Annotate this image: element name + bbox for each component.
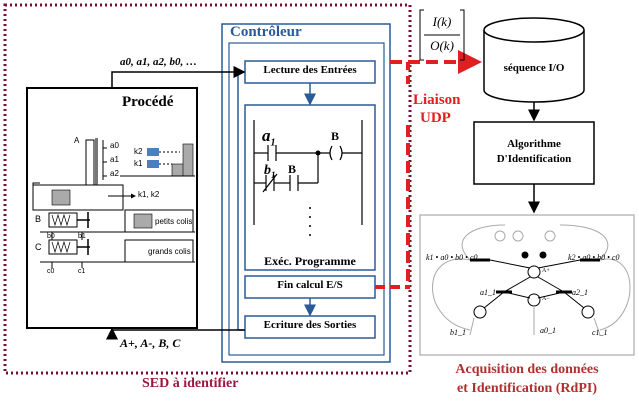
petri-net: [432, 224, 631, 336]
petri-right-label: k2 • a0 • b0 • c0: [568, 253, 620, 262]
label-k1k2: k1, k2: [138, 190, 160, 199]
label-c0: c0: [47, 268, 55, 275]
inputs-signal-label: a0, a1, a2, b0, …: [120, 56, 197, 68]
io-fraction-denominator: O(k): [430, 38, 454, 53]
controller-frame-outer: [221, 23, 391, 363]
petri-c1-1: c1_1: [592, 328, 608, 337]
algorithm-line2: D'Identification: [496, 153, 572, 165]
petri-b1-1: b1_1: [450, 328, 466, 337]
label-c1: c1: [78, 268, 86, 275]
controller-title: Contrôleur: [230, 24, 302, 40]
petri-a2-1: a2_1: [572, 288, 588, 297]
acquisition-line1: Acquisition des données: [455, 362, 599, 377]
udp-label-line2: UDP: [420, 110, 451, 126]
label-b0: b0: [47, 233, 55, 240]
petri-left-label: k1 • a0 • b0 • c0: [426, 253, 478, 262]
read-inputs-label: Lecture des Entrées: [263, 64, 357, 76]
database-cylinder: [483, 17, 585, 103]
outputs-signal-label: A+, A-, B, C: [120, 336, 181, 350]
label-k1: k1: [134, 159, 143, 168]
petri-a-plus: A+: [542, 268, 550, 274]
label-a2: a2: [110, 169, 119, 178]
petri-a1-1: a1_1: [480, 288, 496, 297]
acquisition-line2: et Identification (RdPI): [457, 381, 597, 396]
label-grands-colis: grands colis: [148, 247, 191, 256]
petri-a-minus: A−: [542, 296, 550, 302]
database-label: séquence I/O: [503, 62, 565, 74]
write-outputs-label: Ecriture des Sorties: [263, 319, 357, 331]
exec-program-label: Exéc. Programme: [264, 254, 356, 268]
process-title: Procédé: [122, 94, 174, 110]
petri-a0-1: a0_1: [540, 326, 556, 335]
label-B: B: [35, 214, 42, 224]
label-A: A: [74, 136, 80, 145]
label-C: C: [35, 242, 42, 252]
label-a0: a0: [110, 141, 119, 150]
end-calc-label: Fin calcul E/S: [277, 279, 343, 291]
algorithm-line1: Algorithme: [507, 138, 561, 150]
label-b1: b1: [78, 233, 86, 240]
ladder-diagram: [253, 120, 363, 225]
ladder-a1-label: a1: [262, 126, 276, 149]
label-k2: k2: [134, 147, 143, 156]
udp-label-line1: Liaison: [413, 92, 461, 108]
label-a1: a1: [110, 155, 119, 164]
algorithm-box: [473, 121, 595, 185]
ladder-b-contact-label: B: [288, 162, 297, 176]
ladder-b-coil-label: B: [331, 129, 340, 143]
process-mechanism: [32, 138, 195, 268]
sed-frame: [3, 3, 412, 375]
sed-label: SED à identifier: [142, 376, 239, 391]
io-fraction-numerator: I(k): [432, 14, 452, 29]
label-petits-colis: petits colis: [155, 217, 193, 226]
controller-frame-inner: [228, 42, 385, 356]
ladder-b1-label: b1: [264, 163, 276, 180]
